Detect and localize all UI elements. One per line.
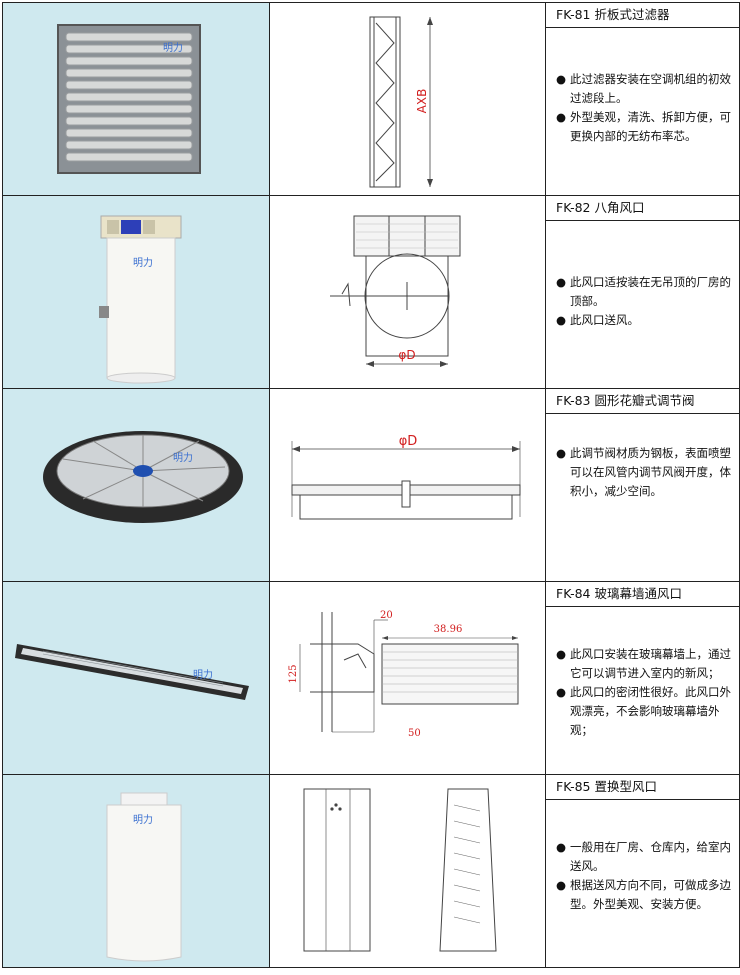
bullet-icon: ● bbox=[556, 110, 567, 124]
brand-logo: 明力 bbox=[163, 41, 183, 54]
bullet-list: ●此风口适按装在无吊顶的厂房的顶部。 ●此风口送风。 bbox=[546, 273, 739, 330]
photo-fk85: 明力 bbox=[2, 774, 270, 968]
bullet-icon: ● bbox=[556, 72, 567, 86]
filter-drawing: AXB bbox=[369, 16, 433, 188]
bullet-item: ●此风口安装在玻璃幕墙上，通过它可以调节进入室内的新风； bbox=[556, 645, 733, 683]
dim-axb: AXB bbox=[415, 89, 429, 114]
desc-fk82: FK-82 八角风口 ●此风口适按装在无吊顶的厂房的顶部。 ●此风口送风。 bbox=[545, 195, 740, 389]
filter-photo: 明力 bbox=[57, 24, 201, 174]
bullet-item: ●此风口的密闭性很好。此风口外观漂亮，不会影响玻璃幕墙外观； bbox=[556, 683, 733, 740]
brand-logo: 明力 bbox=[133, 256, 153, 269]
bullet-icon: ● bbox=[556, 275, 567, 289]
displacement-vent-photo: 明力 bbox=[106, 792, 182, 962]
bullet-text: 此风口送风。 bbox=[570, 313, 639, 327]
bullet-item: ●此风口适按装在无吊顶的厂房的顶部。 bbox=[556, 273, 733, 311]
bullet-item: ●此调节阀材质为钢板，表面喷塑可以在风管内调节风阀开度，体积小，减少空间。 bbox=[556, 444, 733, 501]
petal-damper-photo: 明力 bbox=[43, 431, 243, 523]
bullet-icon: ● bbox=[556, 878, 567, 892]
bullet-text: 此调节阀材质为钢板，表面喷塑可以在风管内调节风阀开度，体积小，减少空间。 bbox=[570, 446, 731, 498]
drawing-fk83: φD bbox=[269, 388, 546, 582]
drawing-fk85 bbox=[269, 774, 546, 968]
desc-fk81: FK-81 折板式过滤器 ●此过滤器安装在空调机组的初效过滤段上。 ●外型美观，… bbox=[545, 2, 740, 196]
petal-damper-drawing: φD bbox=[291, 434, 521, 520]
dim-phi-d: φD bbox=[398, 348, 415, 362]
bullet-text: 外型美观，清洗、拆卸方便，可更换内部的无纺布率芯。 bbox=[570, 110, 731, 143]
product-title: FK-82 八角风口 bbox=[546, 196, 739, 221]
bullet-item: ●外型美观，清洗、拆卸方便，可更换内部的无纺布率芯。 bbox=[556, 108, 733, 146]
bullet-text: 此风口适按装在无吊顶的厂房的顶部。 bbox=[570, 275, 731, 308]
bullet-icon: ● bbox=[556, 840, 567, 854]
displacement-vent-drawing bbox=[303, 788, 497, 952]
bullet-item: ●根据送风方向不同，可做成多边型。外型美观、安装方便。 bbox=[556, 876, 733, 914]
product-title: FK-81 折板式过滤器 bbox=[546, 3, 739, 28]
brand-logo: 明力 bbox=[193, 668, 213, 681]
photo-fk83: 明力 bbox=[2, 388, 270, 582]
bullet-text: 此过滤器安装在空调机组的初效过滤段上。 bbox=[570, 72, 731, 105]
dim-38-96: 38.96 bbox=[434, 624, 463, 635]
product-row-fk81: 明力 AXB FK-81 折板式过滤器 ●此过滤器安装在空调机组的初效过滤段上。… bbox=[2, 2, 740, 196]
photo-fk81: 明力 bbox=[2, 2, 270, 196]
product-title: FK-84 玻璃幕墙通风口 bbox=[546, 582, 739, 607]
photo-fk82: 明力 bbox=[2, 195, 270, 389]
product-title: FK-83 圆形花瓣式调节阀 bbox=[546, 389, 739, 414]
bullet-list: ●此过滤器安装在空调机组的初效过滤段上。 ●外型美观，清洗、拆卸方便，可更换内部… bbox=[546, 70, 739, 146]
drawing-fk84: 20 38.96 125 50 bbox=[269, 581, 546, 775]
bullet-text: 此风口安装在玻璃幕墙上，通过它可以调节进入室内的新风； bbox=[570, 647, 731, 680]
bullet-icon: ● bbox=[556, 446, 567, 460]
drawing-fk82: φD bbox=[269, 195, 546, 389]
bullet-list: ●此风口安装在玻璃幕墙上，通过它可以调节进入室内的新风； ●此风口的密闭性很好。… bbox=[546, 645, 739, 740]
curtain-wall-vent-drawing: 20 38.96 125 50 bbox=[288, 610, 519, 739]
octagonal-vent-drawing: φD bbox=[330, 215, 461, 367]
dim-20: 20 bbox=[380, 610, 393, 621]
brand-logo: 明力 bbox=[133, 813, 153, 826]
bullet-list: ●一般用在厂房、仓库内，给室内送风。 ●根据送风方向不同，可做成多边型。外型美观… bbox=[546, 838, 739, 914]
photo-fk84: 明力 bbox=[2, 581, 270, 775]
product-row-fk84: 明力 20 38.96 125 bbox=[2, 581, 740, 775]
bullet-item: ●此风口送风。 bbox=[556, 311, 733, 330]
curtain-wall-vent-photo: 明力 bbox=[15, 644, 249, 700]
dim-50: 50 bbox=[408, 728, 421, 739]
octagonal-vent-photo: 明力 bbox=[99, 215, 182, 384]
desc-fk83: FK-83 圆形花瓣式调节阀 ●此调节阀材质为钢板，表面喷塑可以在风管内调节风阀… bbox=[545, 388, 740, 582]
product-row-fk83: 明力 φD FK-83 圆形花瓣式调节阀 ●此调节阀材质为钢板，表面喷塑可以在风… bbox=[2, 388, 740, 582]
dim-phi-d: φD bbox=[399, 434, 418, 449]
dim-125: 125 bbox=[288, 664, 299, 683]
bullet-list: ●此调节阀材质为钢板，表面喷塑可以在风管内调节风阀开度，体积小，减少空间。 bbox=[546, 444, 739, 501]
bullet-icon: ● bbox=[556, 685, 567, 699]
product-row-fk82: 明力 φD FK-82 八角风口 bbox=[2, 195, 740, 389]
drawing-fk81: AXB bbox=[269, 2, 546, 196]
desc-fk85: FK-85 置换型风口 ●一般用在厂房、仓库内，给室内送风。 ●根据送风方向不同… bbox=[545, 774, 740, 968]
bullet-text: 根据送风方向不同，可做成多边型。外型美观、安装方便。 bbox=[570, 878, 731, 911]
bullet-icon: ● bbox=[556, 313, 567, 327]
bullet-item: ●此过滤器安装在空调机组的初效过滤段上。 bbox=[556, 70, 733, 108]
product-title: FK-85 置换型风口 bbox=[546, 775, 739, 800]
desc-fk84: FK-84 玻璃幕墙通风口 ●此风口安装在玻璃幕墙上，通过它可以调节进入室内的新… bbox=[545, 581, 740, 775]
brand-logo: 明力 bbox=[173, 451, 193, 464]
bullet-text: 一般用在厂房、仓库内，给室内送风。 bbox=[570, 840, 731, 873]
product-row-fk85: 明力 FK-85 置换型风口 ●一般用在厂房、仓库内，给室内送风。 bbox=[2, 774, 740, 968]
bullet-icon: ● bbox=[556, 647, 567, 661]
bullet-item: ●一般用在厂房、仓库内，给室内送风。 bbox=[556, 838, 733, 876]
bullet-text: 此风口的密闭性很好。此风口外观漂亮，不会影响玻璃幕墙外观； bbox=[570, 685, 731, 737]
